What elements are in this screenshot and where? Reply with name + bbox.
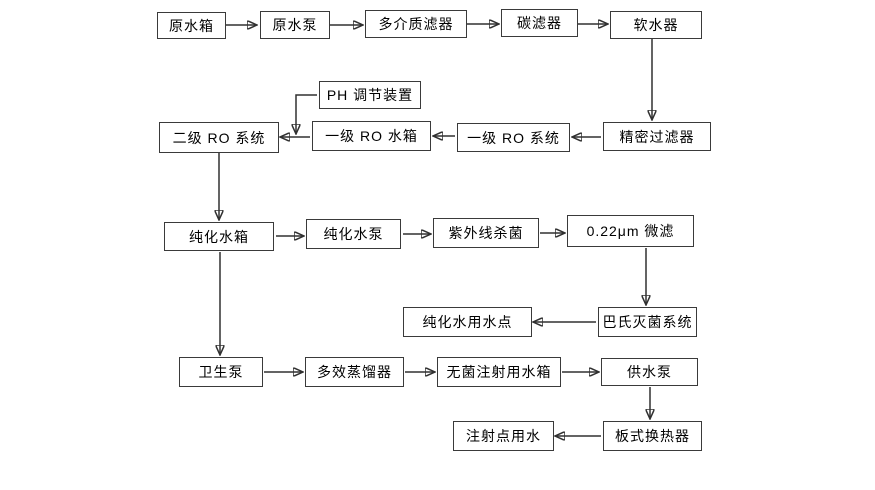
node-carbon-filter: 碳滤器	[501, 9, 578, 37]
node-purified-water-use-point: 纯化水用水点	[403, 307, 532, 337]
node-injection-point-water: 注射点用水	[453, 421, 554, 451]
node-supply-pump: 供水泵	[601, 358, 698, 386]
node-precision-filter: 精密过滤器	[603, 122, 711, 151]
node-multi-effect-distiller: 多效蒸馏器	[305, 357, 404, 387]
node-multimedia-filter: 多介质滤器	[365, 10, 467, 38]
node-sanitary-pump: 卫生泵	[179, 357, 263, 387]
node-water-softener: 软水器	[610, 11, 702, 39]
node-sterile-injection-water-tank: 无菌注射用水箱	[437, 357, 561, 387]
node-pasteurization-system: 巴氏灭菌系统	[598, 307, 697, 337]
node-raw-water-pump: 原水泵	[260, 11, 330, 39]
node-first-stage-ro-tank: 一级 RO 水箱	[312, 121, 431, 151]
node-second-stage-ro-system: 二级 RO 系统	[159, 122, 279, 153]
node-ph-adjustment-device: PH 调节装置	[319, 81, 421, 109]
node-purified-water-pump: 纯化水泵	[306, 219, 401, 249]
node-first-stage-ro-system: 一级 RO 系统	[457, 123, 570, 152]
node-plate-heat-exchanger: 板式换热器	[603, 421, 702, 451]
node-purified-water-tank: 纯化水箱	[164, 222, 274, 251]
node-022um-microfilter: 0.22μm 微滤	[567, 215, 694, 247]
node-raw-water-tank: 原水箱	[157, 12, 226, 39]
node-uv-sterilizer: 紫外线杀菌	[433, 218, 539, 248]
